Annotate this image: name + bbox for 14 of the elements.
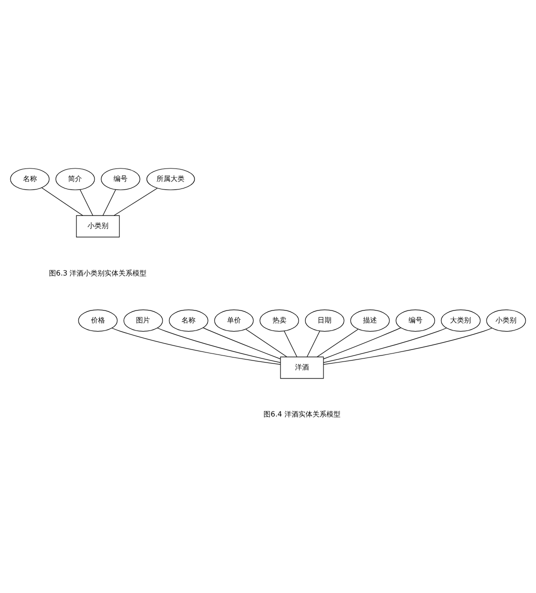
connector bbox=[202, 327, 281, 359]
connector bbox=[284, 330, 298, 357]
connector bbox=[316, 328, 358, 357]
connector bbox=[112, 327, 281, 364]
connector bbox=[102, 188, 116, 216]
connector bbox=[114, 187, 158, 216]
connector bbox=[323, 327, 492, 364]
connector bbox=[157, 327, 281, 362]
connector bbox=[246, 328, 288, 357]
connector bbox=[323, 327, 447, 362]
connector bbox=[41, 186, 84, 216]
connector bbox=[323, 327, 402, 359]
connector bbox=[80, 188, 94, 216]
connector bbox=[306, 330, 320, 357]
